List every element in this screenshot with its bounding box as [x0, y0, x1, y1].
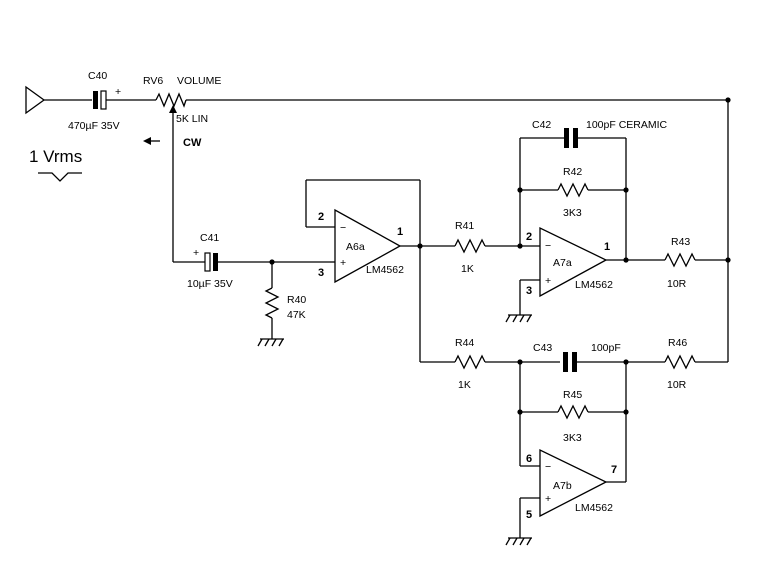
a7a-ref: A7a [553, 257, 572, 269]
c43-ref: C43 [533, 342, 552, 354]
ground-icon [257, 338, 284, 347]
a7b-pin-inv: 6 [526, 453, 532, 465]
rv6-value: 5K LIN [176, 113, 208, 125]
a6a-opamp: − + A6a LM4562 2 3 1 [305, 179, 423, 362]
a6a-pin-out: 1 [397, 226, 403, 238]
a6a-part: LM4562 [366, 264, 404, 276]
c41-ref: C41 [200, 232, 219, 244]
a7a-pin-inv: 2 [526, 231, 532, 243]
r40-ref: R40 [287, 294, 306, 306]
r42-value: 3K3 [563, 207, 582, 219]
r44-ref: R44 [455, 337, 474, 349]
a7b-ref: A7b [553, 480, 572, 492]
c40-value: 470µF 35V [68, 120, 120, 132]
r43-ref: R43 [671, 236, 690, 248]
a7a-opamp: − + A7a LM4562 2 3 1 [519, 226, 665, 315]
sine-symbol [38, 172, 82, 182]
r44-resistor: R44 1K [420, 337, 560, 391]
a7b-minus: − [545, 461, 551, 473]
r41-resistor: R41 1K [420, 220, 540, 275]
a7a-part: LM4562 [575, 279, 613, 291]
a7a-pin-out: 1 [604, 241, 610, 253]
c40-plus: + [115, 86, 121, 98]
c40-ref: C40 [88, 70, 107, 82]
r42-ref: R42 [563, 166, 582, 178]
r43-resistor: R43 10R [664, 236, 728, 290]
a7b-opamp: − + A7b LM4562 6 5 7 [519, 448, 626, 538]
r45-resistor: R45 3K3 [517, 362, 629, 482]
c42-capacitor: C42 100pF CERAMIC [519, 119, 668, 260]
a7b-plus: + [545, 493, 551, 505]
c41-value: 10µF 35V [187, 278, 233, 290]
r45-ref: R45 [563, 389, 582, 401]
c42-value: 100pF CERAMIC [586, 119, 668, 131]
a6a-minus: − [340, 222, 346, 234]
a7b-part: LM4562 [575, 502, 613, 514]
ground-icon [505, 537, 532, 546]
c41-capacitor: C41 + 10µF 35V [173, 232, 330, 290]
rv6-potentiometer: RV6 VOLUME 5K LIN CW [143, 75, 728, 262]
a6a-ref: A6a [346, 241, 365, 253]
a7b-pin-out: 7 [611, 464, 617, 476]
a7b-pin-noninv: 5 [526, 509, 532, 521]
r46-value: 10R [667, 379, 687, 391]
c42-ref: C42 [532, 119, 551, 131]
r40-value: 47K [287, 309, 306, 321]
r44-value: 1K [458, 379, 471, 391]
c40-capacitor: C40 470µF 35V + [68, 70, 156, 132]
r41-ref: R41 [455, 220, 474, 232]
a6a-plus: + [340, 257, 346, 269]
r40-resistor: R40 47K [264, 259, 306, 339]
c43-value: 100pF [591, 342, 621, 354]
r42-resistor: R42 3K3 [517, 166, 629, 219]
a7a-minus: − [545, 240, 551, 252]
c41-plus: + [193, 247, 199, 259]
r43-value: 10R [667, 278, 687, 290]
rv6-name: VOLUME [177, 75, 221, 87]
input-level-label: 1 Vrms [29, 147, 82, 166]
ground-icon [505, 314, 532, 323]
input-connector [25, 85, 92, 115]
a6a-pin-inv: 2 [318, 211, 324, 223]
a7a-plus: + [545, 275, 551, 287]
r41-value: 1K [461, 263, 474, 275]
a7a-pin-noninv: 3 [526, 285, 532, 297]
c43-capacitor: C43 100pF [533, 342, 665, 372]
r45-value: 3K3 [563, 432, 582, 444]
r46-ref: R46 [668, 337, 687, 349]
rv6-cw-label: CW [183, 137, 202, 149]
a6a-pin-noninv: 3 [318, 267, 324, 279]
output-bus [725, 97, 731, 362]
r46-resistor: R46 10R [664, 337, 728, 391]
rv6-ref: RV6 [143, 75, 163, 87]
